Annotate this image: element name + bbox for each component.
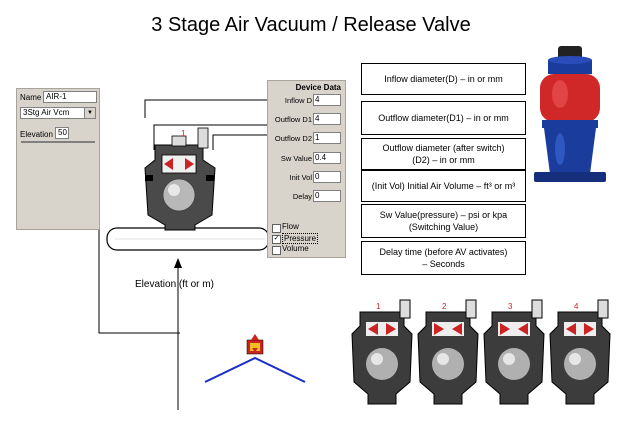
flow-checkbox[interactable]	[272, 224, 281, 233]
inflow-description-text: Inflow diameter(D) – in or mm	[384, 74, 503, 84]
valve-node-symbol	[204, 334, 306, 383]
stage-1-number: 1	[376, 302, 381, 311]
properties-panel: Name AIR-1 3Stg Air Vcm ▼ Elevation 50	[16, 88, 100, 230]
elevation-slider[interactable]	[21, 141, 95, 143]
delay-description-line1: Delay time (before AV activates)	[379, 247, 508, 257]
stage-3-number: 3	[508, 302, 513, 311]
elevation-axis-label: Elevation (ft or m)	[135, 279, 214, 290]
stage-2-number: 2	[442, 302, 447, 311]
inflow-description: Inflow diameter(D) – in or mm	[361, 63, 526, 95]
diagram-stage-number: 1	[181, 129, 186, 138]
valve-stage-3: 3	[483, 299, 545, 405]
outflow-d2-label: Outflow D2	[274, 134, 312, 143]
inflow-d-field[interactable]: 4	[313, 94, 341, 106]
name-field[interactable]: AIR-1	[43, 91, 97, 103]
name-label: Name	[20, 93, 42, 102]
pressure-checkbox-label: Pressure	[282, 233, 319, 244]
sw-value-label: Sw Value	[280, 154, 312, 163]
device-data-panel: Device Data Inflow D 4 Outflow D1 4 Outf…	[267, 80, 346, 258]
outflow-d2-description: Outflow diameter (after switch) (D2) – i…	[361, 138, 526, 170]
type-dropdown-value: 3Stg Air Vcm	[23, 108, 70, 117]
outflow-d1-label: Outflow D1	[274, 115, 312, 124]
valve-stage-2: 2	[417, 299, 479, 405]
volume-checkbox[interactable]	[272, 246, 281, 255]
outflow-d1-field[interactable]: 4	[313, 113, 341, 125]
outflow-d2-description-line2: (D2) – in or mm	[412, 155, 475, 165]
delay-label: Delay	[292, 192, 312, 201]
elevation-label: Elevation	[20, 130, 53, 139]
outflow-d1-description: Outflow diameter(D1) – in or mm	[361, 101, 526, 135]
type-dropdown[interactable]: 3Stg Air Vcm ▼	[20, 107, 96, 119]
device-data-header: Device Data	[295, 83, 341, 92]
init-vol-field[interactable]: 0	[313, 171, 341, 183]
sw-value-field[interactable]: 0.4	[313, 152, 341, 164]
sw-value-description: Sw Value(pressure) – psi or kpa (Switchi…	[361, 204, 526, 238]
delay-description: Delay time (before AV activates) – Secon…	[361, 241, 526, 275]
valve-diagram: 1	[106, 127, 270, 251]
sw-value-description-line2: (Switching Value)	[408, 222, 479, 232]
valve-product-image	[534, 46, 606, 182]
init-vol-description-text: (Init Vol) Initial Air Volume – ft³ or m…	[371, 181, 516, 191]
outflow-d2-field[interactable]: 1	[313, 132, 341, 144]
flow-checkbox-label: Flow	[282, 222, 299, 231]
init-vol-label: Init Vol	[289, 173, 312, 182]
valve-stages-illustration: 1 2 3 4	[351, 299, 611, 405]
volume-checkbox-label: Volume	[282, 244, 309, 253]
inflow-d-label: Inflow D	[284, 96, 312, 105]
outflow-d1-description-text: Outflow diameter(D1) – in or mm	[378, 113, 509, 123]
init-vol-description: (Init Vol) Initial Air Volume – ft³ or m…	[361, 170, 526, 202]
valve-stage-4: 4	[549, 299, 611, 405]
valve-stage-1: 1	[351, 299, 413, 405]
stage-4-number: 4	[574, 302, 579, 311]
page-title: 3 Stage Air Vacuum / Release Valve	[151, 14, 471, 36]
delay-field[interactable]: 0	[313, 190, 341, 202]
chevron-down-icon[interactable]: ▼	[84, 108, 95, 118]
elevation-field[interactable]: 50	[55, 127, 69, 139]
pressure-checkbox[interactable]: ✓	[272, 235, 281, 244]
outflow-d2-description-line1: Outflow diameter (after switch)	[382, 143, 505, 153]
delay-description-line2: – Seconds	[422, 259, 465, 269]
sw-value-description-line1: Sw Value(pressure) – psi or kpa	[379, 210, 508, 220]
